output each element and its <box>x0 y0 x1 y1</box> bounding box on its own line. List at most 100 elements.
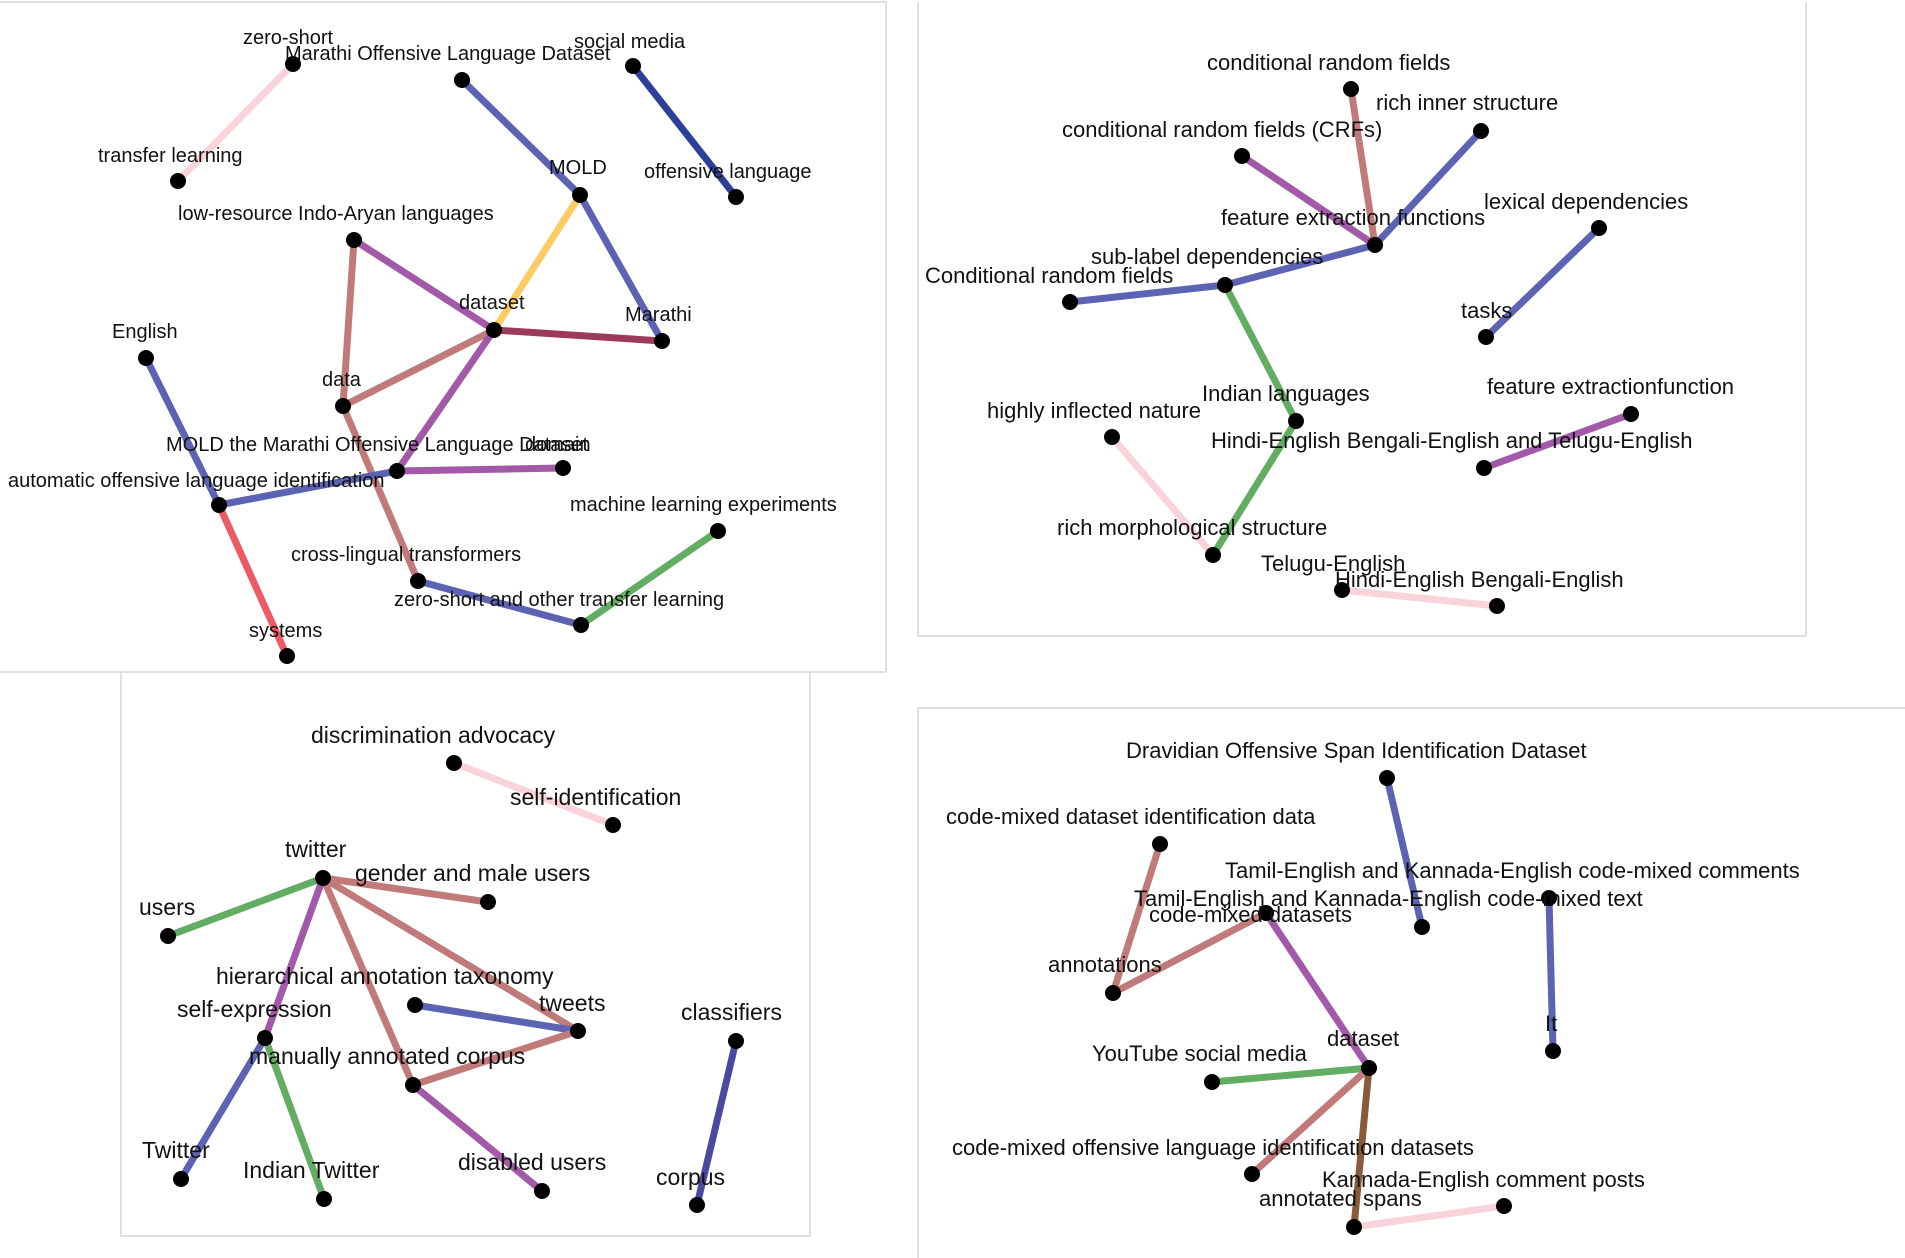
node-tweets <box>570 1023 586 1039</box>
edge-low-resource-data <box>339 236 358 410</box>
node-feat-ext <box>1367 237 1383 253</box>
node-label-it: It <box>1545 1011 1557 1036</box>
node-cm-offensive <box>1244 1166 1260 1182</box>
node-mold <box>572 187 588 203</box>
node-tamil-comments <box>1541 890 1557 906</box>
node-label-rich-morph: rich morphological structure <box>1057 515 1327 540</box>
node-label-telugu-english: Telugu-English <box>1261 551 1405 576</box>
edge-feat-ext-fn-hindi-bengali-telugu <box>1480 410 1635 472</box>
edge-youtube-dataset2 <box>1208 1064 1373 1086</box>
node-telugu-english <box>1334 582 1350 598</box>
node-gender <box>480 894 496 910</box>
node-label-twitter-cap: Twitter <box>142 1137 210 1163</box>
node-label-youtube: YouTube social media <box>1092 1041 1308 1066</box>
edge-self-exp-indian-twitter <box>261 1034 328 1203</box>
edge-dataset-data <box>339 326 498 410</box>
edge-dravidian-tamil-text <box>1383 774 1426 931</box>
edge-dataset-marathi <box>490 326 666 345</box>
edge-mold-marathi <box>576 191 666 345</box>
node-corpus <box>689 1197 705 1213</box>
node-label-mold-full: MOLD the Marathi Offensive Language Data… <box>166 434 589 456</box>
node-self-id <box>605 817 621 833</box>
panel-frame-top-left <box>0 1 887 673</box>
node-classifiers <box>728 1033 744 1049</box>
edge-marathi-old-mold <box>458 76 584 199</box>
node-label-self-id: self-identification <box>510 784 681 810</box>
node-crf <box>1343 81 1359 97</box>
node-zero-short-other <box>573 617 589 633</box>
node-dravidian <box>1379 770 1395 786</box>
node-label-feat-ext: feature extraction functions <box>1221 205 1485 230</box>
node-label-cm-datasets: code-mixed datasets <box>1149 902 1352 927</box>
node-marathi-old <box>454 72 470 88</box>
node-label-users: users <box>139 894 195 920</box>
edge-feat-ext-sub-label <box>1221 241 1379 289</box>
node-label-transfer-learning: transfer learning <box>98 145 243 167</box>
node-label-tamil-comments: Tamil-English and Kannada-English code-m… <box>1225 858 1800 883</box>
node-label-sub-label: sub-label dependencies <box>1091 244 1323 269</box>
node-label-english: English <box>112 321 178 343</box>
node-label-annotated-spans: annotated spans <box>1259 1186 1422 1211</box>
node-label-ml-experiments: machine learning experiments <box>570 494 837 516</box>
node-sub-label <box>1217 277 1233 293</box>
node-label-indian-twitter: Indian Twitter <box>243 1157 380 1183</box>
node-annotations <box>1105 985 1121 1001</box>
edge-hier-tweets <box>411 1001 582 1035</box>
edge-zero-short-transfer-learning <box>174 60 297 185</box>
node-label-crf: conditional random fields <box>1207 50 1450 75</box>
edge-telugu-english-hindi-bengali <box>1338 586 1501 610</box>
node-cm-data-id <box>1152 836 1168 852</box>
node-auto-id <box>211 497 227 513</box>
node-it <box>1545 1043 1561 1059</box>
edge-tweets-corpus-annot <box>409 1027 582 1089</box>
node-discrimination <box>446 755 462 771</box>
node-transfer-learning <box>170 173 186 189</box>
node-feat-ext-fn <box>1623 406 1639 422</box>
edge-low-resource-dataset <box>350 236 498 334</box>
node-highly-inflected <box>1104 429 1120 445</box>
node-ml-experiments <box>710 523 726 539</box>
node-systems <box>279 648 295 664</box>
edge-tamil-comments-it <box>1545 894 1557 1055</box>
node-tamil-text <box>1414 919 1430 935</box>
node-label-domain: domain <box>525 434 591 456</box>
node-label-tamil-text: Tamil-English and Kannada-English code-m… <box>1134 886 1643 911</box>
node-indian-twitter <box>316 1191 332 1207</box>
edge-mold-dataset <box>490 191 584 334</box>
node-corpus-annot <box>405 1077 421 1093</box>
edge-twitter-self-exp <box>261 874 327 1042</box>
node-label-low-resource: low-resource Indo-Aryan languages <box>178 203 494 225</box>
node-label-marathi-old: Marathi Offensive Language Dataset <box>285 43 611 65</box>
node-label-hindi-bengali: Hindi-English Bengali-English <box>1335 567 1624 592</box>
edge-corpus-annot-disabled <box>409 1081 546 1195</box>
node-label-crfs: conditional random fields (CRFs) <box>1062 117 1382 142</box>
node-cross-lingual <box>410 573 426 589</box>
node-label-tweets: tweets <box>539 990 605 1016</box>
node-label-crf-cap: Conditional random fields <box>925 263 1173 288</box>
edge-twitter-corpus-annot <box>319 874 417 1089</box>
node-label-corpus: corpus <box>656 1164 725 1190</box>
node-label-discrimination: discrimination advocacy <box>311 722 556 748</box>
node-dataset <box>486 322 502 338</box>
node-label-systems: systems <box>249 620 322 642</box>
edge-dataset-mold-full <box>393 326 498 475</box>
graph-nodes <box>138 56 1639 1235</box>
edge-cm-datasets-annotations <box>1109 909 1270 997</box>
node-label-cross-lingual: cross-lingual transformers <box>291 544 521 566</box>
edge-data-cross-lingual <box>339 402 422 585</box>
node-youtube <box>1204 1074 1220 1090</box>
edge-highly-inflected-rich-morph <box>1108 433 1217 559</box>
node-hindi-bengali <box>1489 598 1505 614</box>
node-twitter <box>315 870 331 886</box>
node-label-feat-ext-fn: feature extractionfunction <box>1487 374 1734 399</box>
node-social-media <box>625 58 641 74</box>
node-label-zero-short-other: zero-short and other transfer learning <box>394 589 724 611</box>
edge-cm-datasets-dataset2 <box>1262 909 1373 1072</box>
node-label-tasks: tasks <box>1461 298 1512 323</box>
node-label-cm-offensive: code-mixed offensive language identifica… <box>952 1135 1474 1160</box>
node-label-twitter: twitter <box>285 836 347 862</box>
node-cm-datasets <box>1258 905 1274 921</box>
edge-twitter-users <box>164 874 327 940</box>
edge-sub-label-indian-langs <box>1221 281 1300 425</box>
